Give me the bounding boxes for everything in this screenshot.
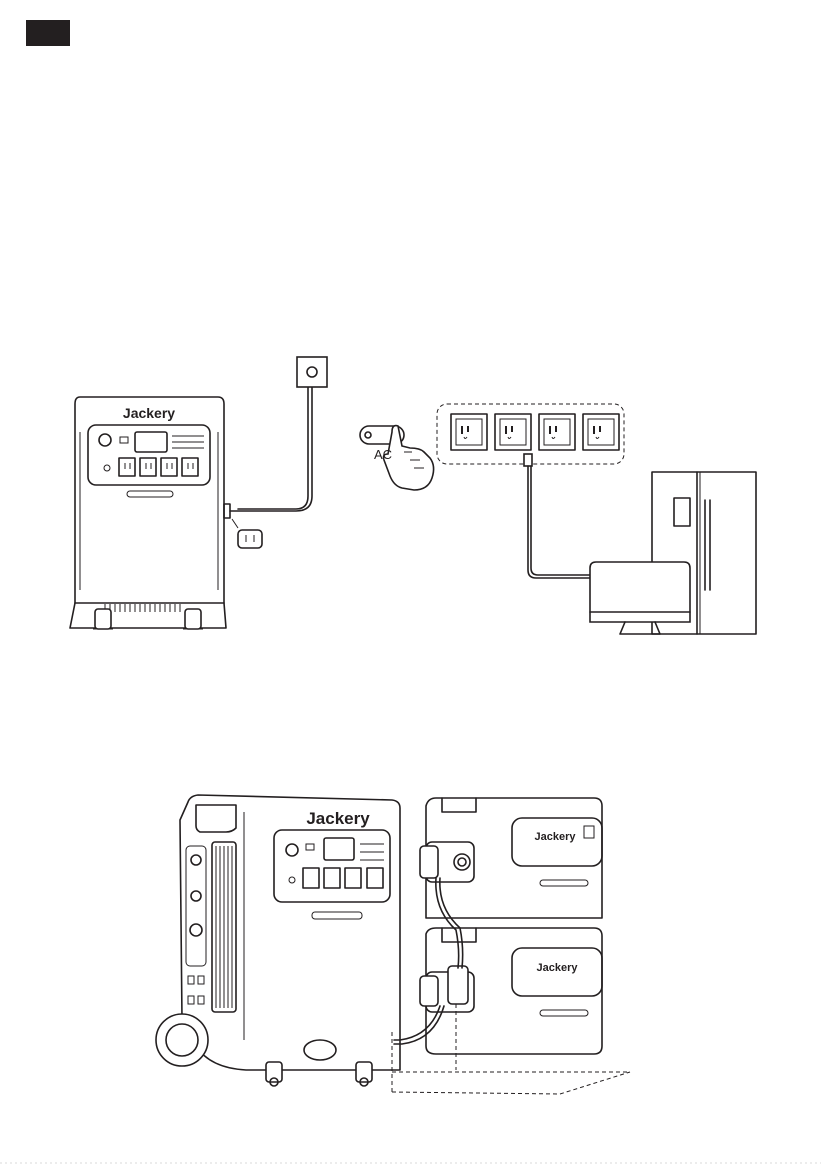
ac-outlet-icon bbox=[451, 414, 619, 450]
placement-guide-lines bbox=[392, 1004, 630, 1094]
brand-logo-bottom: Jackery bbox=[306, 809, 370, 828]
monitor-icon bbox=[590, 562, 690, 634]
ac-charge-cable bbox=[230, 383, 312, 511]
battery-pack-upper bbox=[420, 798, 602, 918]
power-station-perspective bbox=[156, 795, 400, 1086]
finger-press-icon bbox=[360, 426, 434, 490]
ac-plug bbox=[524, 454, 532, 466]
brand-logo-pack-lower: Jackery bbox=[537, 962, 579, 974]
brand-logo-pack-upper: Jackery bbox=[535, 831, 577, 843]
ac-button-label: AC bbox=[374, 447, 392, 462]
wall-socket-icon bbox=[297, 357, 327, 387]
power-station-front bbox=[70, 397, 230, 629]
ac-inlet-icon bbox=[238, 530, 262, 548]
battery-pack-lower bbox=[420, 928, 602, 1054]
brand-logo-top: Jackery bbox=[123, 405, 175, 421]
